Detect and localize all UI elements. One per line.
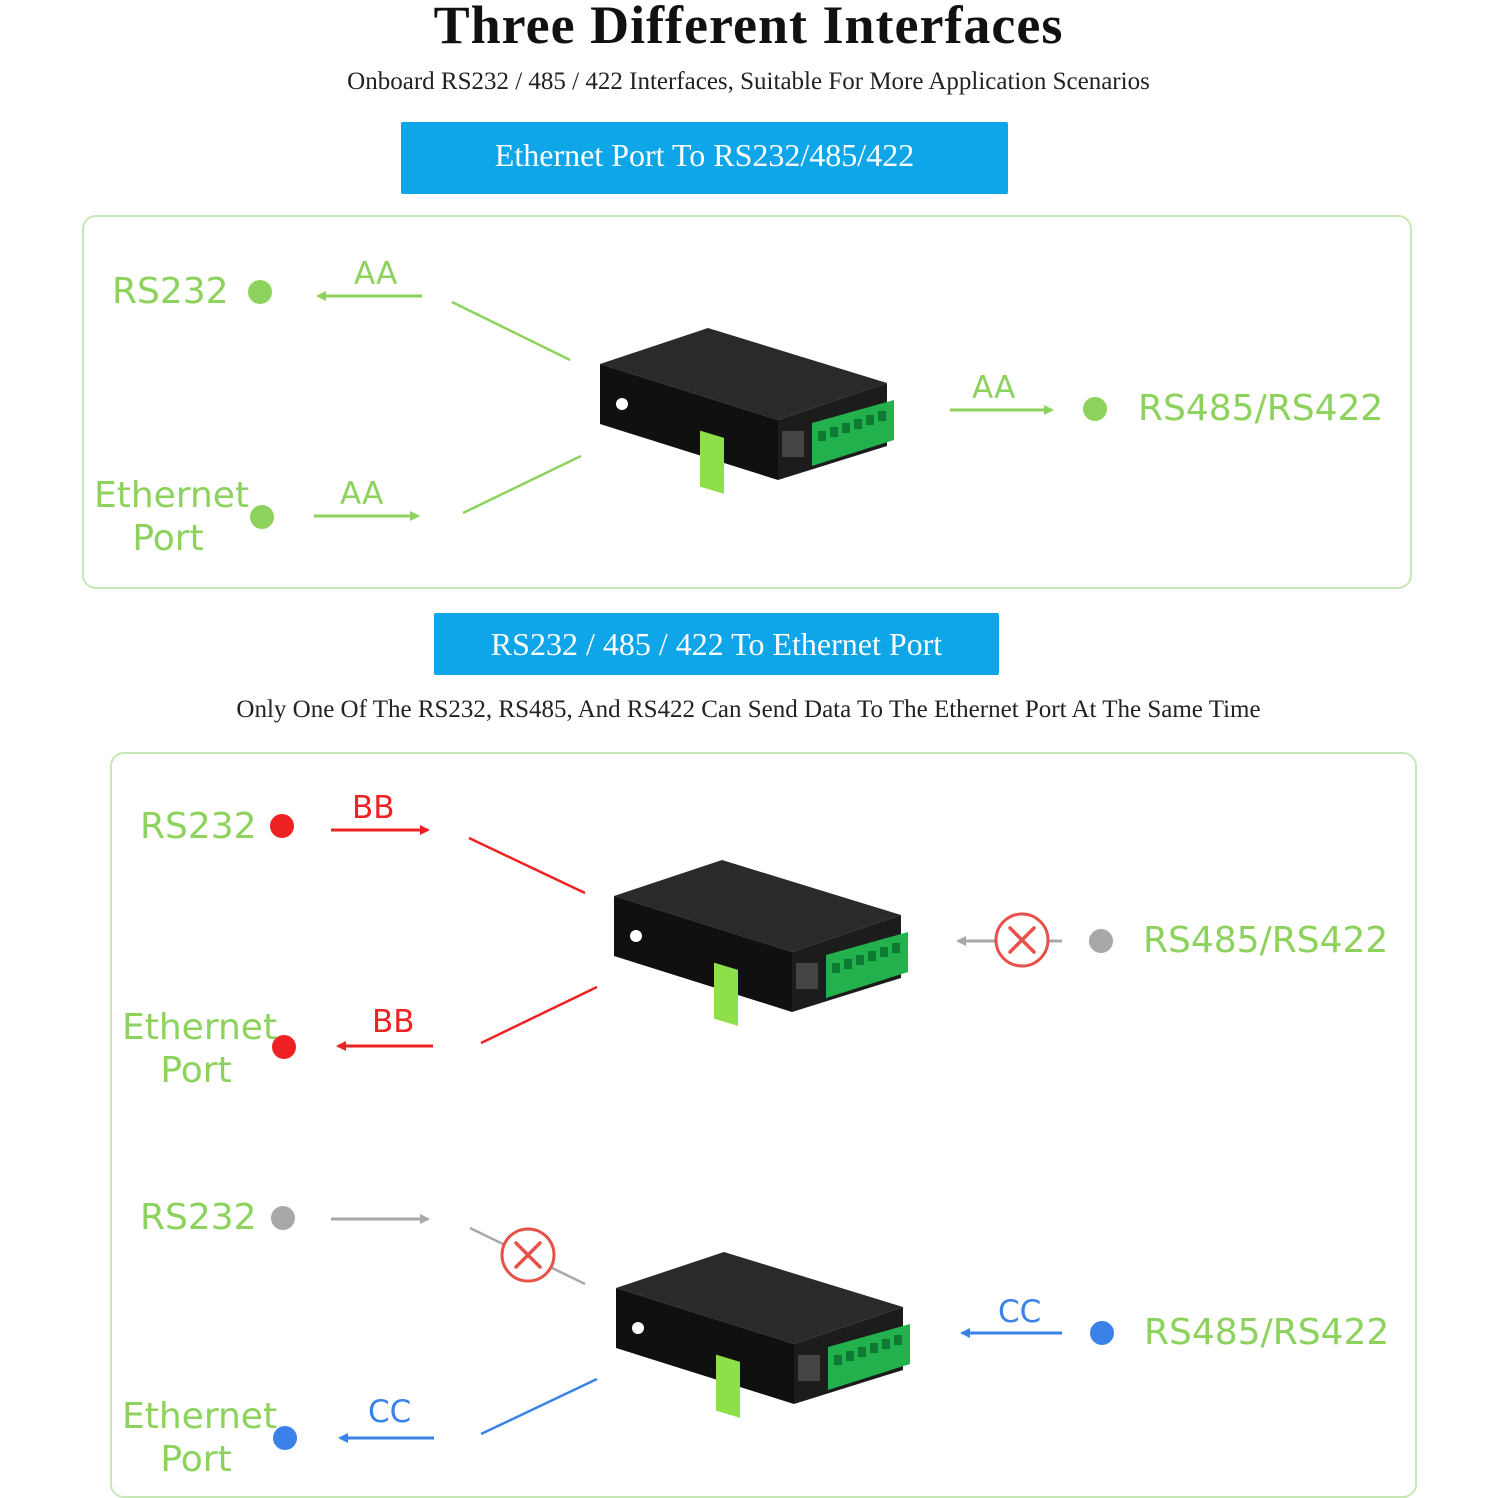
s2a-ethernet-label-line2: Port xyxy=(160,1050,232,1092)
s2a-rs232-label: RS232 xyxy=(140,806,257,847)
banner-ethernet-to-serial-label: Ethernet Port To RS232/485/422 xyxy=(494,137,915,173)
s2a-ethernet-dot xyxy=(272,1035,296,1059)
s2a-ethernet-data-tag: BB xyxy=(372,1004,415,1040)
s2a-rs232-dot xyxy=(270,814,294,838)
s1-ethernet-data-tag: AA xyxy=(340,476,384,512)
s2a-rs485-label: RS485/RS422 xyxy=(1143,920,1389,961)
s2b-ethernet-dot xyxy=(273,1426,297,1450)
s1-rs485-label: RS485/RS422 xyxy=(1138,388,1384,429)
s2b-ethernet-data-tag: CC xyxy=(368,1394,412,1430)
s2b-rs485-dot xyxy=(1090,1321,1114,1345)
s2b-rs232-dot xyxy=(271,1206,295,1230)
page-subtitle: Onboard RS232 / 485 / 422 Interfaces, Su… xyxy=(347,68,1150,95)
s2a-ethernet-label-line1: Ethernet xyxy=(122,1007,278,1048)
s2b-ethernet-label: Ethernet Port xyxy=(122,1395,278,1481)
s1-rs232-dot xyxy=(248,280,272,304)
banner-ethernet-to-serial: Ethernet Port To RS232/485/422 xyxy=(401,122,1008,194)
s1-rs485-data-tag: AA xyxy=(972,370,1016,406)
s2b-rs485-data-tag: CC xyxy=(998,1294,1042,1330)
s1-ethernet-label: Ethernet Port xyxy=(94,474,250,560)
s2a-ethernet-label: Ethernet Port xyxy=(122,1006,278,1092)
s2b-ethernet-label-line2: Port xyxy=(160,1439,232,1481)
banner-serial-to-ethernet-label: RS232 / 485 / 422 To Ethernet Port xyxy=(490,626,943,662)
s2a-rs232-data-tag: BB xyxy=(352,790,395,826)
s1-ethernet-label-line2: Port xyxy=(132,518,204,560)
s1-rs232-data-tag: AA xyxy=(354,256,398,292)
banner-serial-to-ethernet: RS232 / 485 / 422 To Ethernet Port xyxy=(434,613,999,675)
s1-ethernet-label-line1: Ethernet xyxy=(94,475,250,516)
s1-rs232-label: RS232 xyxy=(112,271,229,312)
s2b-ethernet-label-line1: Ethernet xyxy=(122,1396,278,1437)
s2b-rs485-label: RS485/RS422 xyxy=(1144,1312,1390,1353)
panel-serial-to-ethernet xyxy=(110,752,1417,1498)
s2b-rs232-label: RS232 xyxy=(140,1197,257,1238)
s1-rs485-dot xyxy=(1083,397,1107,421)
s1-ethernet-dot xyxy=(250,505,274,529)
section2-note: Only One Of The RS232, RS485, And RS422 … xyxy=(236,696,1261,723)
page-title: Three Different Interfaces xyxy=(433,0,1064,55)
s2a-rs485-dot xyxy=(1089,929,1113,953)
panel-ethernet-to-serial xyxy=(82,215,1412,589)
